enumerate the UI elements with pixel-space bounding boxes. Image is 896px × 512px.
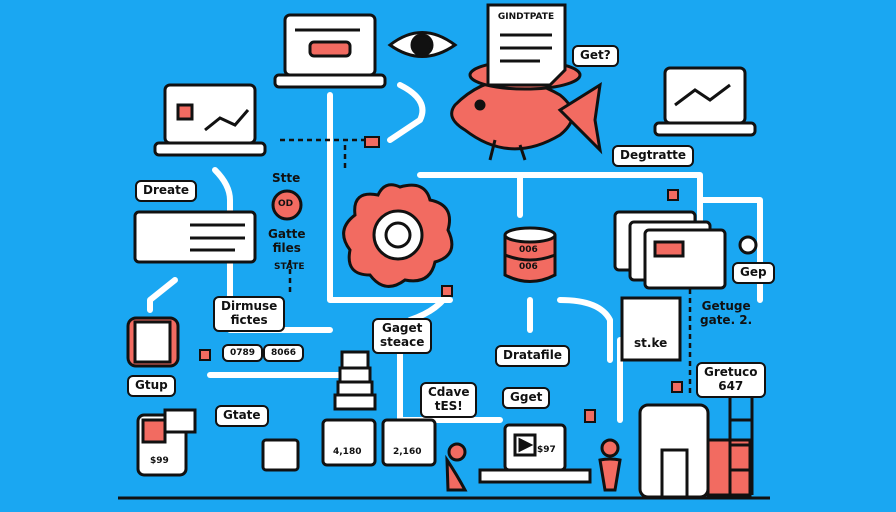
note-text: st.ke	[634, 336, 668, 350]
eye-icon	[387, 31, 458, 58]
document-icon	[486, 3, 567, 87]
phone-left-icon	[136, 408, 197, 477]
laptop-top-right-icon	[653, 66, 757, 137]
document-title: GINDTPATE	[497, 12, 555, 22]
person-right-icon	[598, 438, 622, 492]
dashed-links	[280, 138, 692, 395]
label-dreate: Dreate	[135, 180, 197, 202]
note-icon	[620, 296, 682, 362]
value-8066: 8066	[263, 344, 305, 363]
tablet-left-icon	[126, 316, 180, 368]
label-getuge-gate: Getuge gate. 2.	[700, 299, 753, 327]
document-stack-icon	[613, 210, 727, 290]
label-degtratte: Degtratte	[612, 145, 695, 167]
gear-icon	[342, 183, 454, 288]
monitor-bottom-icon	[478, 423, 592, 484]
value-2160: 2,160	[393, 447, 422, 457]
server-icon	[638, 395, 754, 499]
label-gget: Gget	[502, 387, 551, 409]
link-nodes	[199, 136, 683, 423]
person-top-right-icon	[738, 235, 758, 255]
label-state: STATE	[274, 262, 305, 272]
label-gretuco: Gretuco 647	[696, 362, 766, 398]
paper-stack-icon	[333, 350, 377, 411]
connector-curve-top	[387, 82, 426, 143]
value-0789: 0789	[222, 344, 264, 363]
speech-bubble-get: Get?	[572, 45, 619, 67]
person-left-icon	[445, 442, 468, 492]
label-gep: Gep	[732, 262, 775, 284]
label-gatte-files: Gatte files	[268, 227, 306, 255]
laptop-top-center-icon	[273, 13, 387, 89]
db-value-b: 006	[519, 262, 538, 272]
label-dratafile: Dratafile	[495, 345, 570, 367]
laptop-top-left-icon	[153, 83, 267, 157]
connector-db-right	[557, 297, 613, 363]
bottom-screens-icon	[261, 418, 437, 472]
label-gtup: Gtup	[127, 375, 176, 397]
price-label: $99	[150, 456, 169, 466]
doc-card-left-icon	[133, 210, 257, 264]
connector-top-right	[417, 172, 703, 228]
label-gtate: Gtate	[215, 405, 269, 427]
label-cdave: Cdave tES!	[420, 382, 478, 418]
price-label-2: $97	[537, 445, 556, 455]
database-icon	[503, 226, 557, 283]
label-stte: Stte	[272, 171, 301, 185]
connector-left-main	[212, 167, 333, 333]
label-gaget-steace: Gaget steace	[372, 318, 433, 354]
db-value-a: 006	[519, 245, 538, 255]
disc-icon	[271, 189, 303, 221]
value-4180: 4,180	[333, 447, 362, 457]
disc-label: OD	[278, 199, 294, 209]
connector-left-card	[147, 277, 178, 313]
connector-laptop-down	[327, 92, 453, 303]
label-dirmuse-fictes: Dirmuse fictes	[213, 296, 286, 332]
